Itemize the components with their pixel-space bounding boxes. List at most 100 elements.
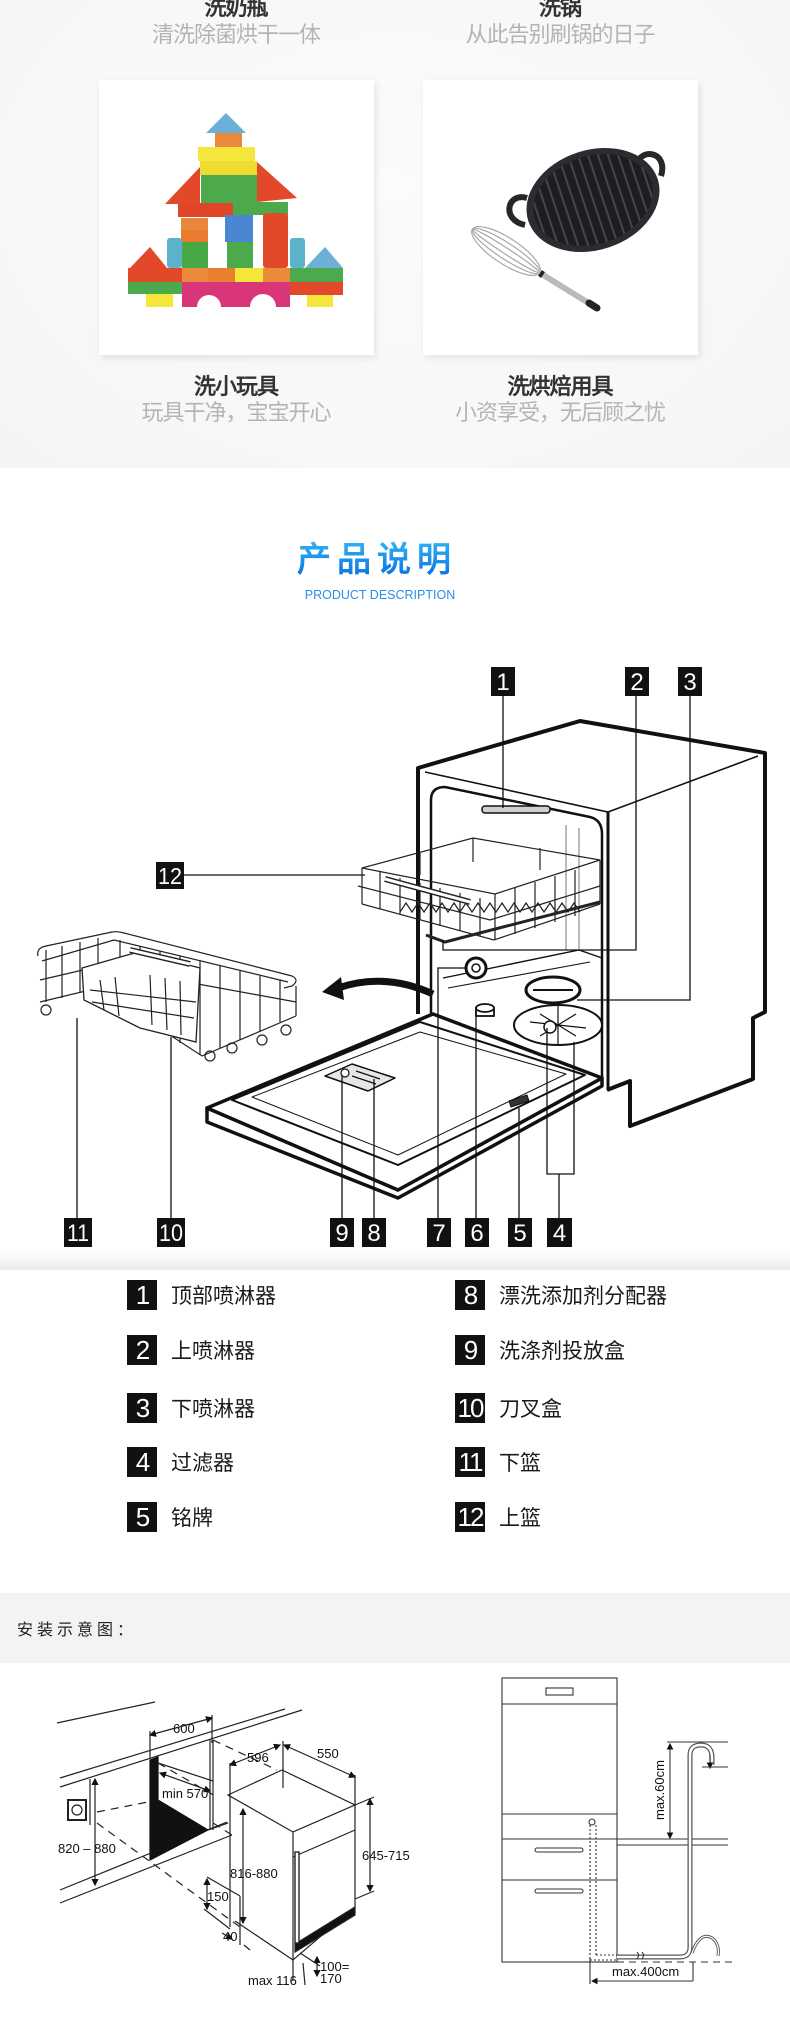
legend-item: 10 刀叉盒 bbox=[455, 1393, 562, 1423]
callout-5: 5 bbox=[508, 1218, 532, 1247]
svg-text:2: 2 bbox=[630, 669, 643, 696]
scenario-title-pots: 洗锅 bbox=[538, 0, 582, 20]
legend-label: 上篮 bbox=[499, 1507, 541, 1530]
callout-8: 8 bbox=[362, 1218, 386, 1247]
legend-label: 刀叉盒 bbox=[499, 1398, 562, 1421]
dim-socket-height: 820 – 880 bbox=[58, 1841, 116, 1856]
lower-basket bbox=[37, 931, 297, 1062]
svg-text:10: 10 bbox=[159, 1220, 183, 1247]
dim-toe-kick-height: 150 bbox=[207, 1889, 229, 1904]
legend-number: 3 bbox=[127, 1393, 157, 1423]
leader-lines bbox=[76, 696, 691, 1218]
lower-spray-arm bbox=[513, 975, 603, 1046]
callout-7: 7 bbox=[427, 1218, 451, 1247]
legend-label: 洗涤剂投放盒 bbox=[499, 1340, 625, 1363]
svg-text:3: 3 bbox=[683, 669, 696, 696]
top-spray-arm bbox=[481, 805, 551, 814]
legend-label: 下喷淋器 bbox=[171, 1398, 255, 1421]
dim-plinth-depth: max 116 bbox=[248, 1973, 297, 1988]
dim-toe-kick-depth: 40 bbox=[223, 1929, 237, 1944]
legend-item: 9 洗涤剂投放盒 bbox=[455, 1335, 625, 1365]
dim-max-hose-length: max.400cm bbox=[612, 1964, 679, 1979]
legend-number: 9 bbox=[455, 1335, 485, 1365]
dim-appliance-height: 816-880 bbox=[230, 1866, 278, 1881]
dim-niche-width: 600 bbox=[173, 1721, 195, 1736]
legend-number: 5 bbox=[127, 1502, 157, 1532]
legend-number: 2 bbox=[127, 1335, 157, 1365]
svg-text:12: 12 bbox=[158, 863, 182, 889]
cabinet-install-diagram bbox=[56, 1701, 375, 1986]
dim-plinth-height: 100= bbox=[320, 1959, 349, 1974]
callout-1: 1 bbox=[491, 667, 515, 696]
dim-appliance-depth: 550 bbox=[317, 1746, 339, 1761]
arrow-left-icon bbox=[322, 977, 435, 1000]
legend-label: 下篮 bbox=[499, 1452, 541, 1475]
callout-10: 10 bbox=[157, 1218, 185, 1247]
svg-text:9: 9 bbox=[335, 1220, 348, 1247]
callout-11: 11 bbox=[64, 1218, 92, 1247]
card-title-toys: 洗小玩具 bbox=[193, 374, 279, 399]
legend-item: 3 下喷淋器 bbox=[127, 1393, 255, 1423]
section-title: 产品说明 bbox=[297, 541, 457, 579]
legend-item: 12 上篮 bbox=[455, 1502, 541, 1532]
svg-text:5: 5 bbox=[513, 1220, 526, 1247]
svg-text:1: 1 bbox=[496, 669, 509, 696]
legend-item: 2 上喷淋器 bbox=[127, 1335, 255, 1365]
dishwasher-body bbox=[416, 719, 767, 1128]
legend-item: 4 过滤器 bbox=[127, 1447, 234, 1477]
scenario-subtitle-bottles: 清洗除菌烘干一体 bbox=[151, 22, 321, 47]
dim-appliance-width: 596 bbox=[247, 1750, 269, 1765]
card-title-bakeware: 洗烘焙用具 bbox=[507, 374, 613, 399]
callout-6: 6 bbox=[465, 1218, 489, 1247]
legend-number: 8 bbox=[455, 1280, 485, 1310]
section-subtitle: PRODUCT DESCRIPTION bbox=[304, 588, 456, 602]
spray-nozzle bbox=[464, 956, 488, 980]
power-socket-icon bbox=[67, 1799, 87, 1821]
legend-number: 1 bbox=[127, 1280, 157, 1310]
card-subtitle-bakeware: 小资享受，无后顾之忧 bbox=[454, 400, 666, 425]
installation-header-band bbox=[0, 1593, 790, 1663]
legend-item: 5 铭牌 bbox=[127, 1502, 213, 1532]
svg-text:7: 7 bbox=[432, 1220, 445, 1247]
legend-label: 顶部喷淋器 bbox=[171, 1285, 276, 1308]
dishwasher-diagram: 1 2 3 4 5 6 7 8 9 10 11 12 bbox=[0, 667, 790, 1270]
svg-text:6: 6 bbox=[470, 1220, 483, 1247]
scenario-subtitle-pots: 从此告别刷锅的日子 bbox=[465, 22, 655, 47]
scenario-title-bottles: 洗奶瓶 bbox=[204, 0, 268, 20]
dim-max-hose-height: max.60cm bbox=[652, 1760, 667, 1820]
card-toys bbox=[99, 80, 374, 355]
rating-plate bbox=[508, 1094, 530, 1108]
callout-9: 9 bbox=[330, 1218, 354, 1247]
legend-number: 10 bbox=[455, 1393, 485, 1423]
callout-4: 4 bbox=[547, 1218, 572, 1247]
card-subtitle-toys: 玩具干净，宝宝开心 bbox=[141, 400, 331, 425]
legend-item: 1 顶部喷淋器 bbox=[127, 1280, 276, 1310]
callout-2: 2 bbox=[625, 667, 649, 696]
upper-rack bbox=[357, 837, 601, 944]
cabinet-dimension-labels: 600 min 570 820 – 880 596 550 816-880 64… bbox=[58, 1721, 410, 1988]
legend-item: 11 下篮 bbox=[455, 1447, 541, 1477]
callout-12: 12 bbox=[156, 862, 184, 889]
dishwasher-door bbox=[205, 1012, 604, 1200]
svg-text:4: 4 bbox=[553, 1220, 566, 1247]
card-bakeware bbox=[423, 80, 698, 355]
legend-item: 8 漂洗添加剂分配器 bbox=[455, 1280, 667, 1310]
installation-heading: 安装示意图： bbox=[17, 1622, 138, 1639]
svg-text:11: 11 bbox=[67, 1220, 89, 1247]
grill-pan-image bbox=[471, 139, 666, 312]
dim-niche-depth: min 570 bbox=[162, 1786, 208, 1801]
installation-diagrams: 600 min 570 820 – 880 596 550 816-880 64… bbox=[56, 1677, 732, 1988]
legend-number: 11 bbox=[455, 1447, 485, 1477]
callout-3: 3 bbox=[678, 667, 702, 696]
legend-number: 12 bbox=[455, 1502, 485, 1532]
svg-text:8: 8 bbox=[367, 1220, 380, 1247]
dim-plinth-height-2: 170 bbox=[320, 1971, 342, 1986]
dim-door-height: 645-715 bbox=[362, 1848, 410, 1863]
legend-label: 上喷淋器 bbox=[171, 1340, 255, 1363]
legend-label: 漂洗添加剂分配器 bbox=[499, 1285, 667, 1308]
drain-hose-diagram bbox=[501, 1677, 732, 1985]
legend-label: 过滤器 bbox=[171, 1452, 234, 1475]
toy-blocks-image bbox=[128, 113, 343, 307]
legend-label: 铭牌 bbox=[171, 1507, 213, 1530]
legend-number: 4 bbox=[127, 1447, 157, 1477]
